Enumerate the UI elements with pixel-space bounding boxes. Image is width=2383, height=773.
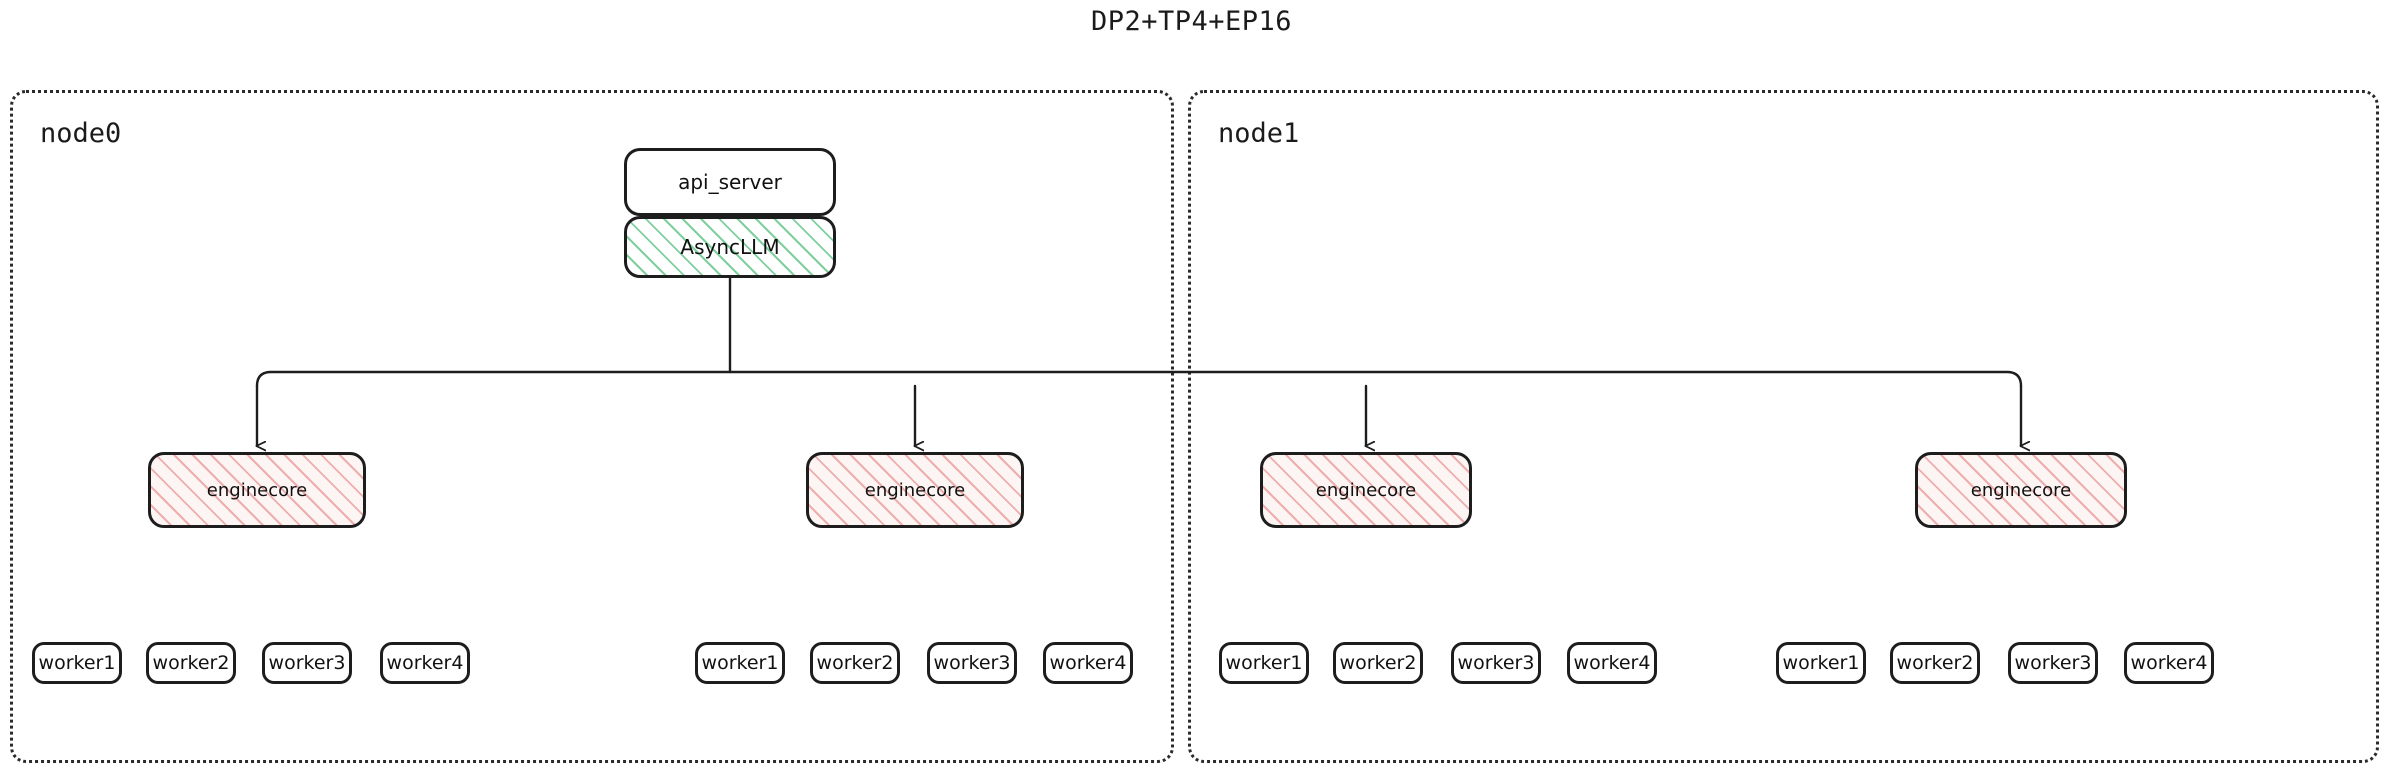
page-title: DP2+TP4+EP16 (1090, 6, 1293, 37)
node-container-node0 (10, 90, 1174, 763)
worker-box-node1-g2-2: worker2 (1890, 642, 1980, 684)
worker-box-node1-g1-2: worker2 (1333, 642, 1423, 684)
worker-box-node1-g1-1: worker1 (1219, 642, 1309, 684)
worker-box-node0-g1-3-label: worker3 (268, 652, 346, 674)
enginecore-box-node1-2: enginecore (1915, 452, 2127, 528)
worker-box-node1-g1-4: worker4 (1567, 642, 1657, 684)
worker-box-node1-g2-4-label: worker4 (2130, 652, 2208, 674)
worker-box-node0-g1-3: worker3 (262, 642, 352, 684)
worker-box-node1-g2-3: worker3 (2008, 642, 2098, 684)
worker-box-node1-g1-4-label: worker4 (1573, 652, 1651, 674)
worker-box-node1-g1-2-label: worker2 (1339, 652, 1417, 674)
worker-box-node1-g2-3-label: worker3 (2014, 652, 2092, 674)
asyncllm-box-label: AsyncLLM (680, 235, 780, 259)
api-server-box-label: api_server (678, 170, 782, 194)
worker-box-node0-g1-1: worker1 (32, 642, 122, 684)
enginecore-box-node0-2: enginecore (806, 452, 1024, 528)
worker-box-node0-g2-4-label: worker4 (1049, 652, 1127, 674)
worker-box-node0-g1-2-label: worker2 (152, 652, 230, 674)
worker-box-node0-g1-4-label: worker4 (386, 652, 464, 674)
enginecore-box-node0-2-label: enginecore (864, 479, 966, 501)
worker-box-node0-g1-2: worker2 (146, 642, 236, 684)
worker-box-node0-g1-1-label: worker1 (38, 652, 116, 674)
worker-box-node0-g2-3-label: worker3 (933, 652, 1011, 674)
enginecore-box-node0-1: enginecore (148, 452, 366, 528)
node-label-node0: node0 (40, 118, 122, 149)
api-server-box: api_server (624, 148, 836, 216)
node-label-node1: node1 (1218, 118, 1300, 149)
worker-box-node0-g2-3: worker3 (927, 642, 1017, 684)
worker-box-node0-g2-1-label: worker1 (701, 652, 779, 674)
worker-box-node0-g2-2-label: worker2 (816, 652, 894, 674)
worker-box-node1-g1-3-label: worker3 (1457, 652, 1535, 674)
asyncllm-box: AsyncLLM (624, 216, 836, 278)
worker-box-node1-g2-1-label: worker1 (1782, 652, 1860, 674)
enginecore-box-node0-1-label: enginecore (206, 479, 308, 501)
worker-box-node0-g2-4: worker4 (1043, 642, 1133, 684)
worker-box-node0-g2-2: worker2 (810, 642, 900, 684)
enginecore-box-node1-2-label: enginecore (1970, 479, 2072, 501)
worker-box-node1-g1-1-label: worker1 (1225, 652, 1303, 674)
enginecore-box-node1-1: enginecore (1260, 452, 1472, 528)
worker-box-node0-g1-4: worker4 (380, 642, 470, 684)
node-container-node1 (1188, 90, 2379, 763)
enginecore-box-node1-1-label: enginecore (1315, 479, 1417, 501)
worker-box-node1-g2-1: worker1 (1776, 642, 1866, 684)
worker-box-node1-g1-3: worker3 (1451, 642, 1541, 684)
worker-box-node0-g2-1: worker1 (695, 642, 785, 684)
worker-box-node1-g2-4: worker4 (2124, 642, 2214, 684)
worker-box-node1-g2-2-label: worker2 (1896, 652, 1974, 674)
